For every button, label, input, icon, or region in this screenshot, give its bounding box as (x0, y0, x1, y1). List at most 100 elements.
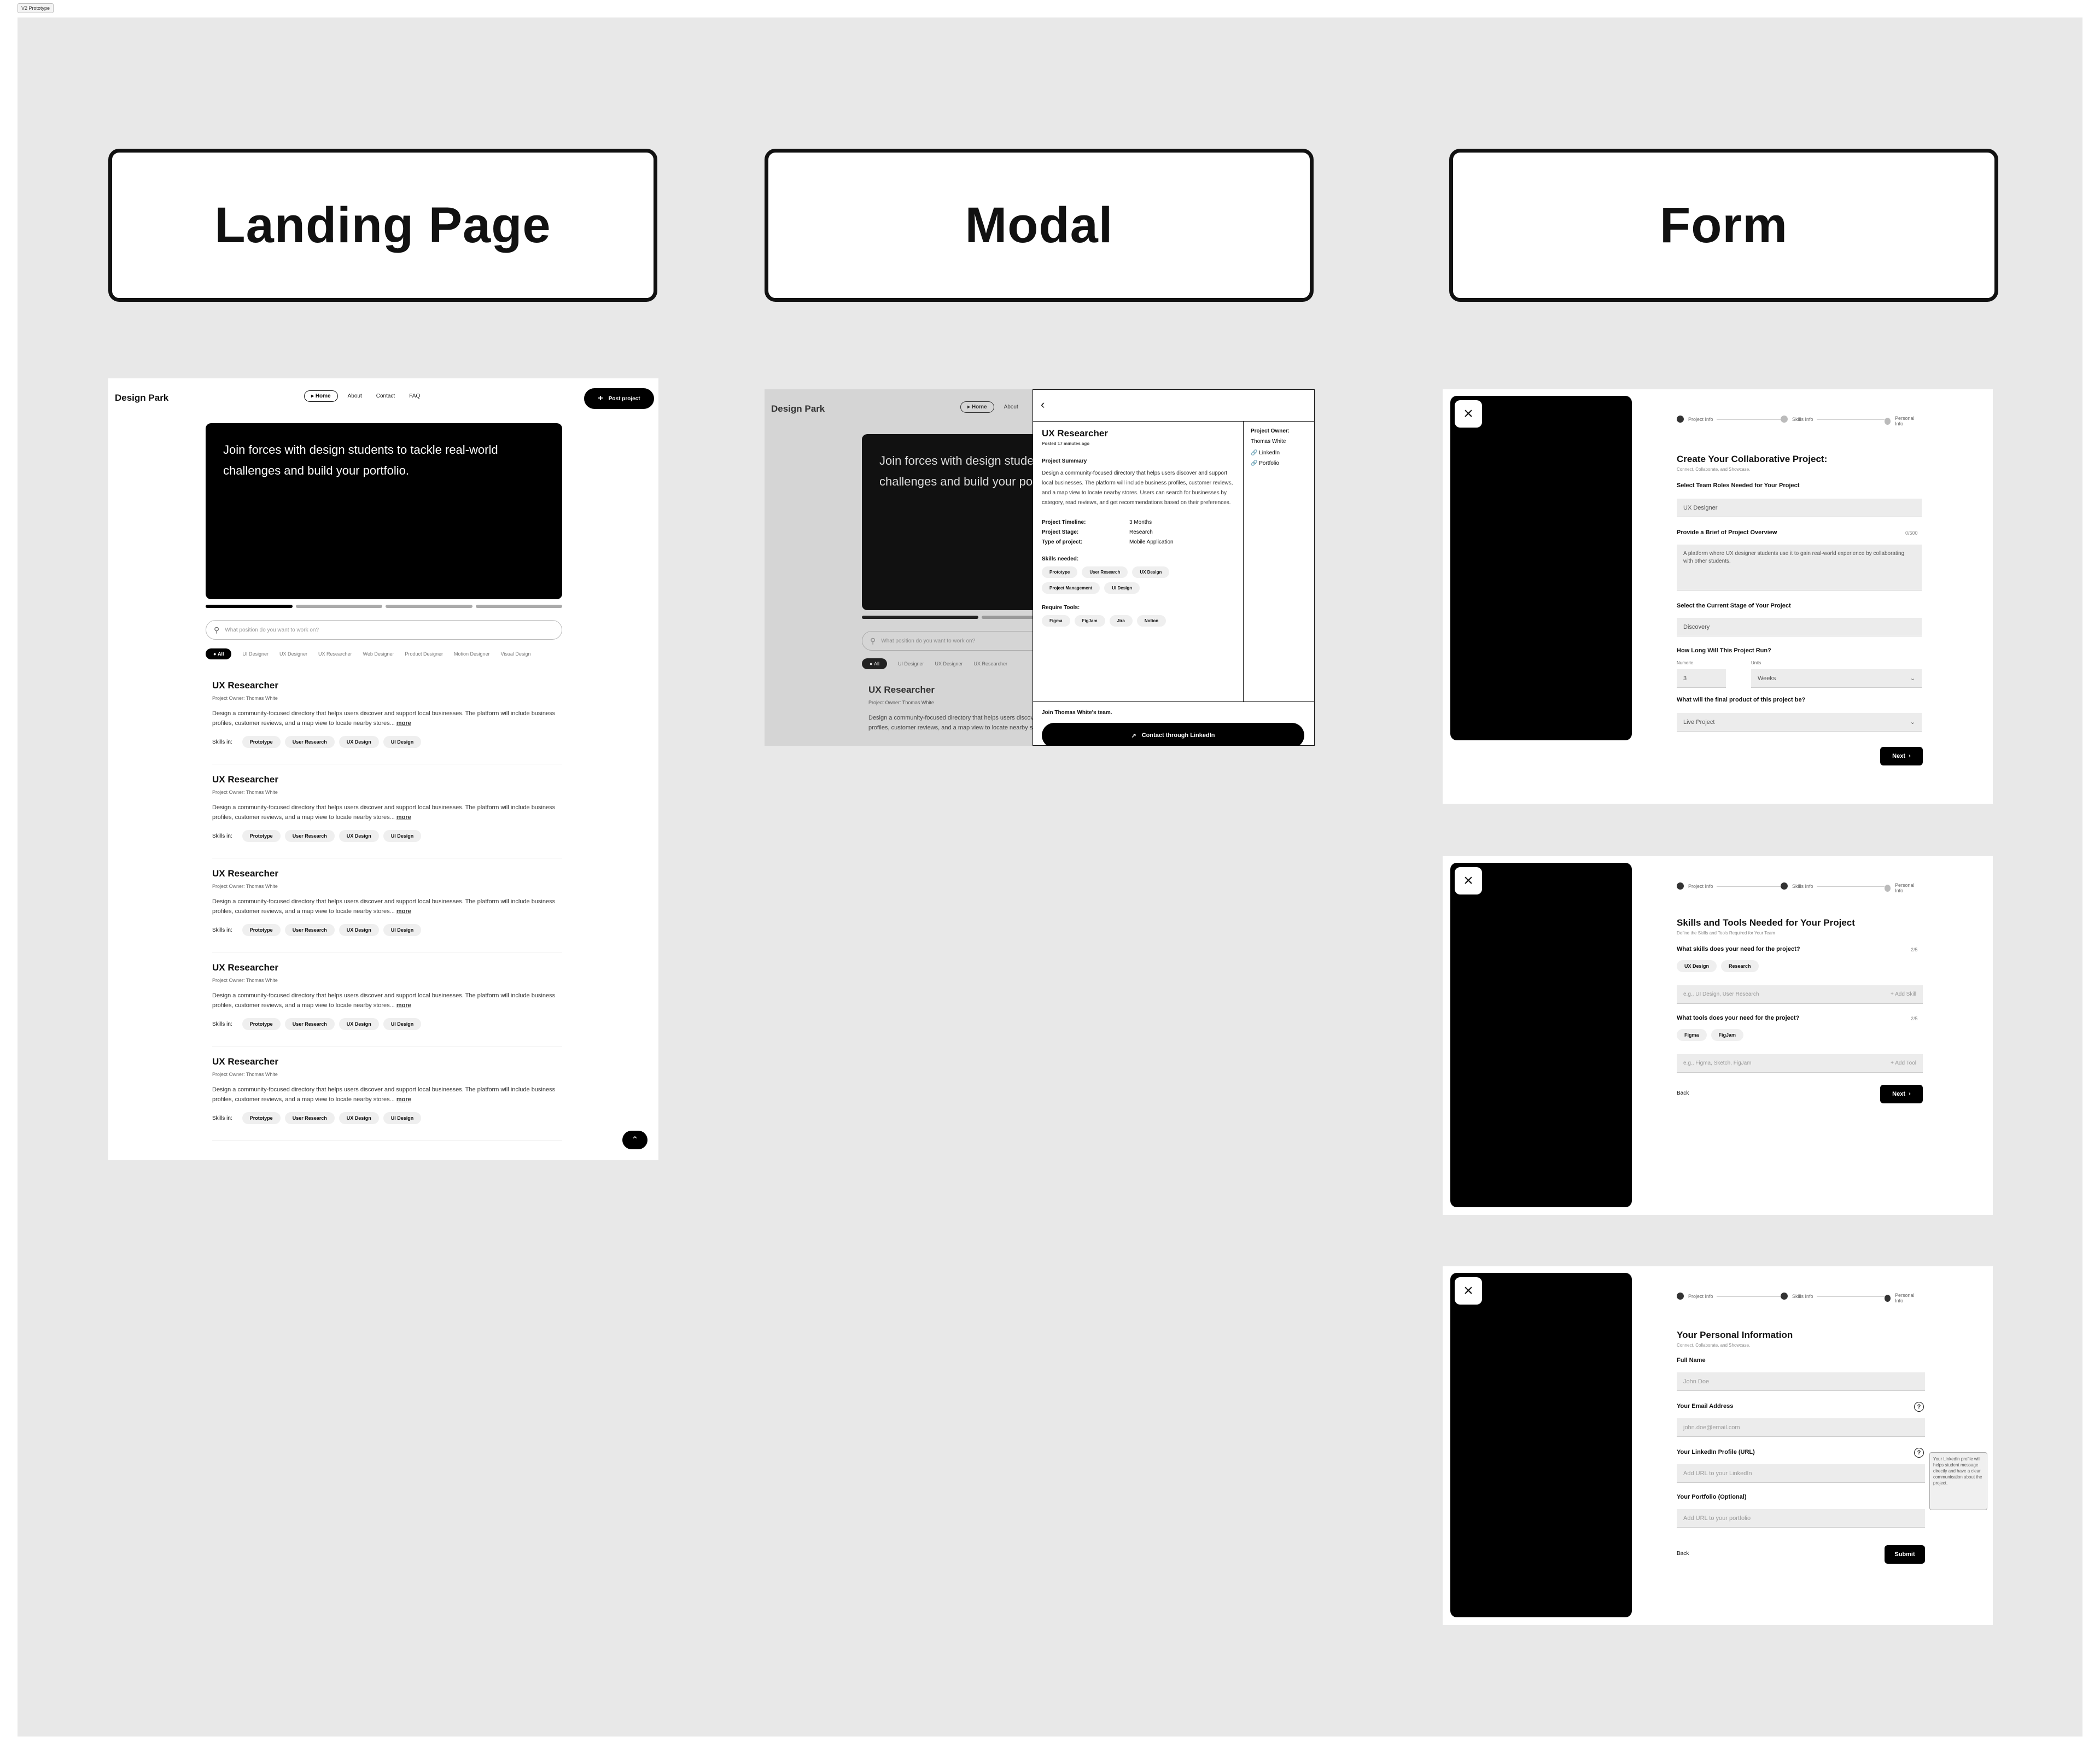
next-button[interactable]: Next › (1880, 1085, 1923, 1103)
back-link[interactable]: Back (1677, 1551, 1689, 1557)
tool-chip[interactable]: FigJam (1711, 1029, 1744, 1041)
nav-contact[interactable]: Contact (376, 393, 395, 399)
skill-chip: UI Design (383, 1112, 422, 1124)
search-input[interactable]: ⚲What position do you want to work on? (206, 620, 562, 640)
skills-label: Skills in: (212, 927, 232, 933)
filter-chip[interactable]: Visual Design (500, 651, 531, 657)
step-item: Personal Info (1885, 416, 1923, 426)
stage-input[interactable]: Discovery (1677, 618, 1922, 636)
carousel-indicator[interactable] (206, 605, 562, 608)
owner-name: Thomas White (1251, 438, 1286, 445)
add-tool-button[interactable]: + Add Tool (1891, 1060, 1916, 1066)
numeric-label: Numeric (1677, 660, 1693, 665)
tool-input[interactable]: e.g., Figma, Sketch, FigJam+ Add Tool (1677, 1054, 1923, 1073)
modal-panel: ‹ UX Researcher Posted 17 minutes ago Pr… (1032, 389, 1315, 746)
skill-input[interactable]: e.g., UI Design, User Research+ Add Skil… (1677, 985, 1923, 1004)
skill-chip: UX Design (339, 1112, 379, 1124)
post-project-button[interactable]: +Post project (584, 388, 654, 409)
duration-label: How Long Will This Project Run? (1677, 647, 1771, 654)
join-text: Join Thomas White's team. (1042, 710, 1112, 716)
more-link[interactable]: more (396, 720, 411, 727)
name-input[interactable]: John Doe (1677, 1372, 1925, 1391)
logo: Design Park (771, 404, 825, 414)
card-owner: Project Owner: Thomas White (212, 790, 278, 795)
card-title: UX Researcher (212, 680, 278, 691)
posted-time: Posted 17 minutes ago (1042, 441, 1090, 446)
more-link[interactable]: more (396, 814, 411, 821)
filter-chip[interactable]: Web Designer (363, 651, 394, 657)
filter-chip: UI Designer (897, 661, 924, 666)
nav-home[interactable]: ▸ Home (304, 390, 338, 402)
skill-chip: Project Management (1042, 582, 1100, 594)
roles-input[interactable]: UX Designer (1677, 499, 1922, 517)
linkedin-input[interactable]: Add URL to your LinkedIn (1677, 1464, 1925, 1483)
filter-chip[interactable]: UX Researcher (318, 651, 352, 657)
skill-chip: Prototype (242, 736, 281, 748)
skills-label: Skills needed: (1042, 556, 1079, 562)
more-link[interactable]: more (396, 1002, 411, 1009)
nav-about[interactable]: About (347, 393, 362, 399)
tools-counter: 2/5 (1911, 1016, 1918, 1021)
card-description: Design a community-focused directory tha… (212, 898, 556, 915)
submit-button[interactable]: Submit (1885, 1545, 1925, 1564)
close-icon[interactable]: × (1455, 1277, 1482, 1305)
form-title: Create Your Collaborative Project: (1677, 454, 1828, 464)
skill-chip[interactable]: UX Design (1677, 960, 1717, 972)
landing-frame: Design Park ▸ Home About Contact FAQ +Po… (108, 378, 658, 1160)
help-icon[interactable]: ? (1914, 1402, 1924, 1412)
email-input[interactable]: john.doe@email.com (1677, 1418, 1925, 1437)
close-icon[interactable]: × (1455, 867, 1482, 894)
filter-chip[interactable]: Motion Designer (453, 651, 490, 657)
brief-textarea[interactable]: A platform where UX designer students us… (1677, 545, 1922, 590)
skill-chip[interactable]: Research (1721, 960, 1759, 972)
units-select[interactable]: Weeks⌄ (1751, 669, 1922, 688)
help-icon[interactable]: ? (1914, 1448, 1924, 1458)
numeric-input[interactable]: 3 (1677, 669, 1726, 688)
skills-counter: 2/5 (1911, 947, 1918, 952)
skill-chip: UX Design (339, 736, 379, 748)
contact-linkedin-button[interactable]: ↗Contact through LinkedIn (1042, 723, 1304, 746)
portfolio-input[interactable]: Add URL to your portfolio (1677, 1509, 1925, 1528)
step-item: Project Info (1677, 1293, 1717, 1300)
more-link[interactable]: more (396, 908, 411, 915)
skill-chip: User Research (284, 830, 335, 842)
brief-counter: 0/500 (1905, 530, 1918, 536)
tool-chip[interactable]: Figma (1677, 1029, 1707, 1041)
back-link[interactable]: Back (1677, 1090, 1689, 1096)
scroll-top-button[interactable]: ⌃ (622, 1131, 648, 1149)
logo[interactable]: Design Park (115, 393, 169, 403)
filter-chips: ● All UI Designer UX Designer UX Researc… (862, 658, 1007, 669)
detail-key: Type of project: (1042, 539, 1083, 545)
back-arrow-icon[interactable]: ‹ (1041, 397, 1045, 411)
stage-label: Select the Current Stage of Your Project (1677, 603, 1791, 609)
add-skill-button[interactable]: + Add Skill (1891, 991, 1916, 997)
card-owner: Project Owner: Thomas White (212, 1072, 278, 1077)
linkedin-label: Your LinkedIn Profile (URL) (1677, 1449, 1755, 1455)
portfolio-link[interactable]: 🔗 Portfolio (1251, 460, 1279, 466)
filter-all[interactable]: ● All (206, 648, 232, 659)
next-button[interactable]: Next › (1880, 747, 1923, 765)
detail-row: Project Stage:Research (1042, 528, 1234, 537)
link-icon: 🔗 (1251, 460, 1258, 466)
skill-chip: User Research (284, 736, 335, 748)
filter-chip[interactable]: UI Designer (242, 651, 269, 657)
more-link[interactable]: more (396, 1096, 411, 1103)
step-item: Personal Info (1885, 882, 1923, 893)
linkedin-link[interactable]: 🔗 LinkedIn (1251, 450, 1280, 456)
product-select[interactable]: Live Project⌄ (1677, 713, 1922, 732)
close-icon[interactable]: × (1455, 400, 1482, 428)
filter-chip[interactable]: Product Designer (405, 651, 443, 657)
nav-faq[interactable]: FAQ (409, 393, 421, 399)
skill-chip: Prototype (242, 1018, 281, 1030)
card-title: UX Researcher (212, 1056, 278, 1067)
filter-chip[interactable]: UX Designer (279, 651, 308, 657)
